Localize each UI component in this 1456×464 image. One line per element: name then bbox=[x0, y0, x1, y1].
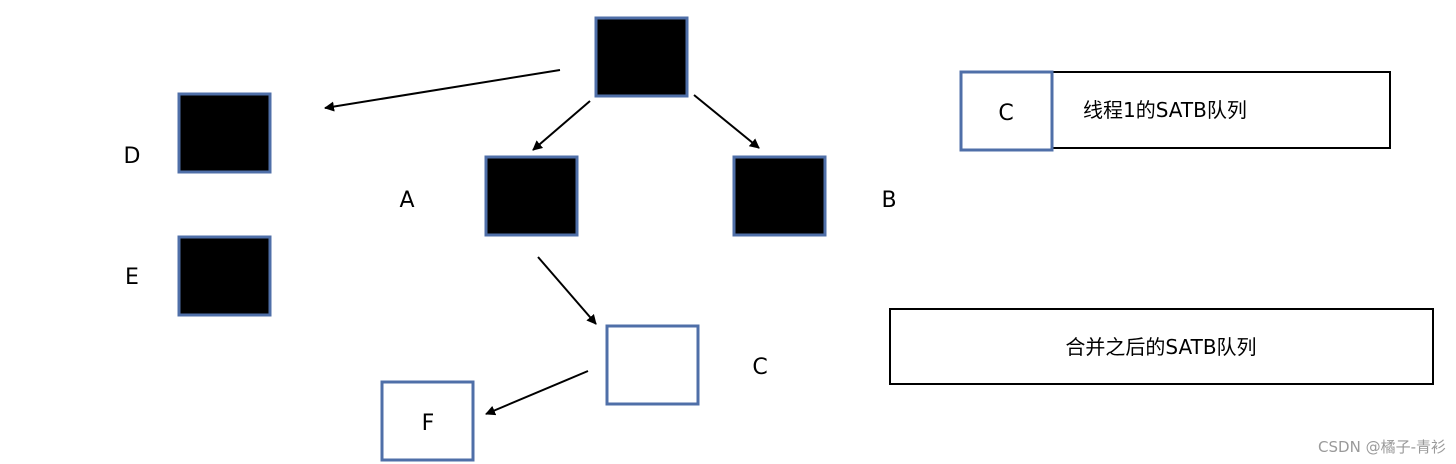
label-b: B bbox=[881, 188, 896, 213]
label-a: A bbox=[399, 188, 414, 213]
node-d bbox=[177, 92, 272, 174]
thread1-queue-item: C bbox=[998, 101, 1013, 126]
arrow-a-to-c bbox=[537, 256, 597, 325]
arrow-root-to-a bbox=[532, 100, 591, 151]
node-b bbox=[732, 155, 827, 237]
node-f bbox=[380, 380, 475, 462]
thread1-queue-title: 线程1的SATB队列 bbox=[1083, 98, 1247, 122]
label-d: D bbox=[124, 144, 141, 169]
thread1-queue-item-box bbox=[959, 70, 1054, 152]
merged-queue-box bbox=[889, 308, 1434, 385]
watermark: CSDN @橘子-青衫 bbox=[1318, 438, 1446, 456]
node-a bbox=[484, 155, 579, 237]
merged-queue-title: 合并之后的SATB队列 bbox=[1065, 335, 1256, 359]
label-e: E bbox=[125, 265, 139, 290]
arrow-root-to-d bbox=[324, 69, 561, 112]
label-f: F bbox=[422, 411, 435, 436]
node-e bbox=[177, 235, 272, 317]
root-node bbox=[594, 16, 689, 98]
label-c: C bbox=[752, 355, 767, 380]
arrow-c-to-f bbox=[485, 370, 589, 416]
node-c bbox=[605, 324, 700, 406]
arrow-root-to-b bbox=[693, 94, 760, 149]
